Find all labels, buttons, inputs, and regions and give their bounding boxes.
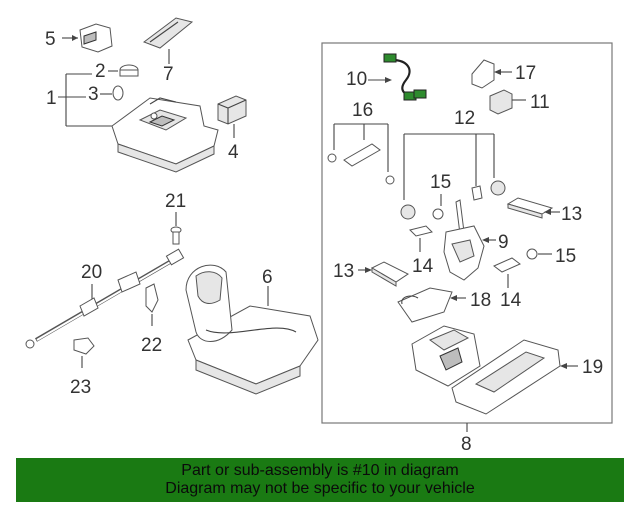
callout-3: 3 xyxy=(88,84,99,105)
part-6-shift-boot xyxy=(185,264,319,395)
part-12-knob xyxy=(400,180,506,220)
part-8-housing xyxy=(411,325,481,387)
callout-17: 17 xyxy=(515,63,536,84)
banner-line-2: Diagram may not be specific to your vehi… xyxy=(165,480,475,497)
part-14-pad-right xyxy=(493,257,521,273)
callout-19: 19 xyxy=(582,357,603,378)
part-23-clip xyxy=(73,337,95,355)
callout-2: 2 xyxy=(95,61,106,82)
part-20-shift-cable xyxy=(25,248,185,349)
part-13-pad-upper xyxy=(506,197,554,219)
callout-15b: 15 xyxy=(555,246,576,267)
callout-16: 16 xyxy=(352,100,373,121)
part-10-harness xyxy=(383,53,427,101)
callout-18: 18 xyxy=(470,290,491,311)
callout-6: 6 xyxy=(262,267,273,288)
part-17-bracket xyxy=(471,59,495,89)
parts-diagram: 8 5 7 2 3 1 4 21 xyxy=(25,17,613,455)
banner-line-1: Part or sub-assembly is #10 in diagram xyxy=(181,462,459,479)
part-18-indicator xyxy=(397,287,453,323)
callout-11: 11 xyxy=(530,92,550,113)
part-3-bulb xyxy=(112,85,124,101)
part-7-pad xyxy=(142,17,194,49)
part-9-shift-lever xyxy=(443,199,485,281)
callout-22: 22 xyxy=(141,335,162,356)
part-16-lever xyxy=(327,143,395,185)
callout-12: 12 xyxy=(454,108,475,129)
callout-1: 1 xyxy=(46,88,57,109)
part-19-base-plate xyxy=(451,339,561,415)
callout-21: 21 xyxy=(165,191,186,212)
callout-10: 10 xyxy=(346,69,367,90)
callout-9: 9 xyxy=(498,232,509,253)
callout-7: 7 xyxy=(163,64,174,85)
callout-5: 5 xyxy=(45,29,56,50)
part-13-pad-left xyxy=(370,261,409,287)
part-1-console-panel xyxy=(111,97,219,173)
callout-20: 20 xyxy=(81,262,102,283)
part-5-switch xyxy=(79,23,113,53)
part-15-bolt-right xyxy=(526,248,538,260)
callout-13b: 13 xyxy=(561,204,582,225)
info-banner: Part or sub-assembly is #10 in diagram D… xyxy=(16,458,624,502)
part-15-bolt-upper xyxy=(432,208,444,220)
callout-13a: 13 xyxy=(333,261,354,282)
callout-14b: 14 xyxy=(500,290,522,311)
part-11-switch xyxy=(489,89,513,115)
part-14-pad-left xyxy=(409,225,433,237)
callout-23: 23 xyxy=(70,377,91,398)
callout-14a: 14 xyxy=(412,256,434,277)
part-22-bracket xyxy=(145,283,159,313)
callout-15a: 15 xyxy=(430,172,451,193)
part-21-bolt xyxy=(170,226,182,245)
part-2-cap xyxy=(119,64,139,77)
callout-8: 8 xyxy=(461,434,472,455)
callout-4: 4 xyxy=(228,142,239,163)
part-4-connector xyxy=(217,95,247,125)
